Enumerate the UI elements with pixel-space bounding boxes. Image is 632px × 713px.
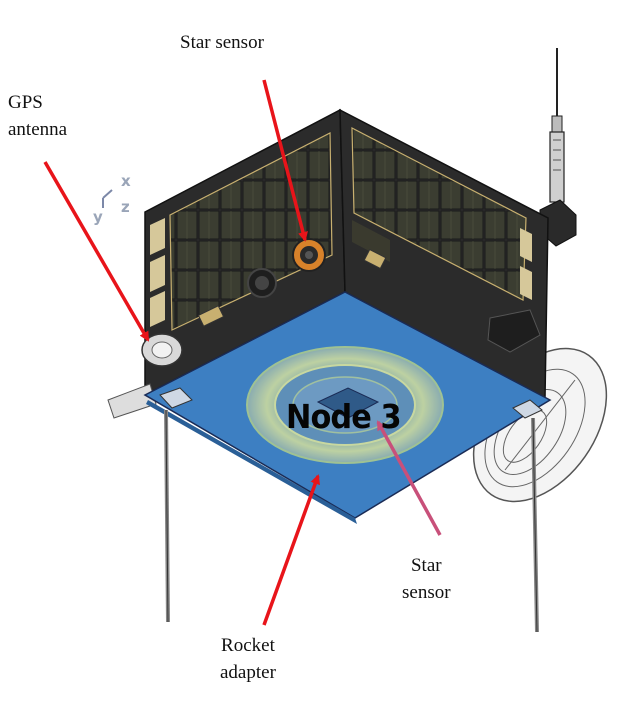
- deployment-legs: [164, 409, 539, 633]
- axis-y-label: y: [93, 208, 103, 226]
- label-rocket-adapter-line-1: Rocket: [221, 635, 275, 656]
- adapter-ring: [246, 346, 444, 464]
- axis-z-label: z: [121, 198, 130, 216]
- bottom-panel: [143, 291, 552, 524]
- axis-x-label: x: [121, 172, 131, 190]
- label-gps-antenna-line-2: antenna: [8, 119, 68, 140]
- arrow-gps-antenna: [43, 161, 150, 342]
- label-rocket-adapter: Rocket adapter: [220, 632, 276, 686]
- right-solar-face: [339, 108, 549, 400]
- star-sensor-lens: [292, 238, 326, 272]
- label-rocket-adapter-line-2: adapter: [220, 662, 276, 683]
- node-label: Node 3: [286, 397, 402, 436]
- arrow-star-sensor-bottom: [376, 420, 442, 536]
- label-gps-antenna: GPS antenna: [8, 89, 67, 143]
- arrow-star-sensor-top: [262, 79, 308, 242]
- label-star-sensor-bottom-line-1: Star: [410, 555, 442, 576]
- antenna-mast: [539, 48, 577, 247]
- gps-antenna-body: [141, 333, 183, 367]
- axis-triad-icon: [102, 189, 113, 208]
- label-star-sensor-top: Star sensor: [180, 32, 264, 53]
- arrow-rocket-adapter: [262, 474, 320, 626]
- label-star-sensor-bottom: Star sensor: [402, 552, 451, 606]
- label-gps-antenna-line-1: GPS: [8, 92, 43, 113]
- label-star-sensor-bottom-line-2: sensor: [402, 582, 451, 603]
